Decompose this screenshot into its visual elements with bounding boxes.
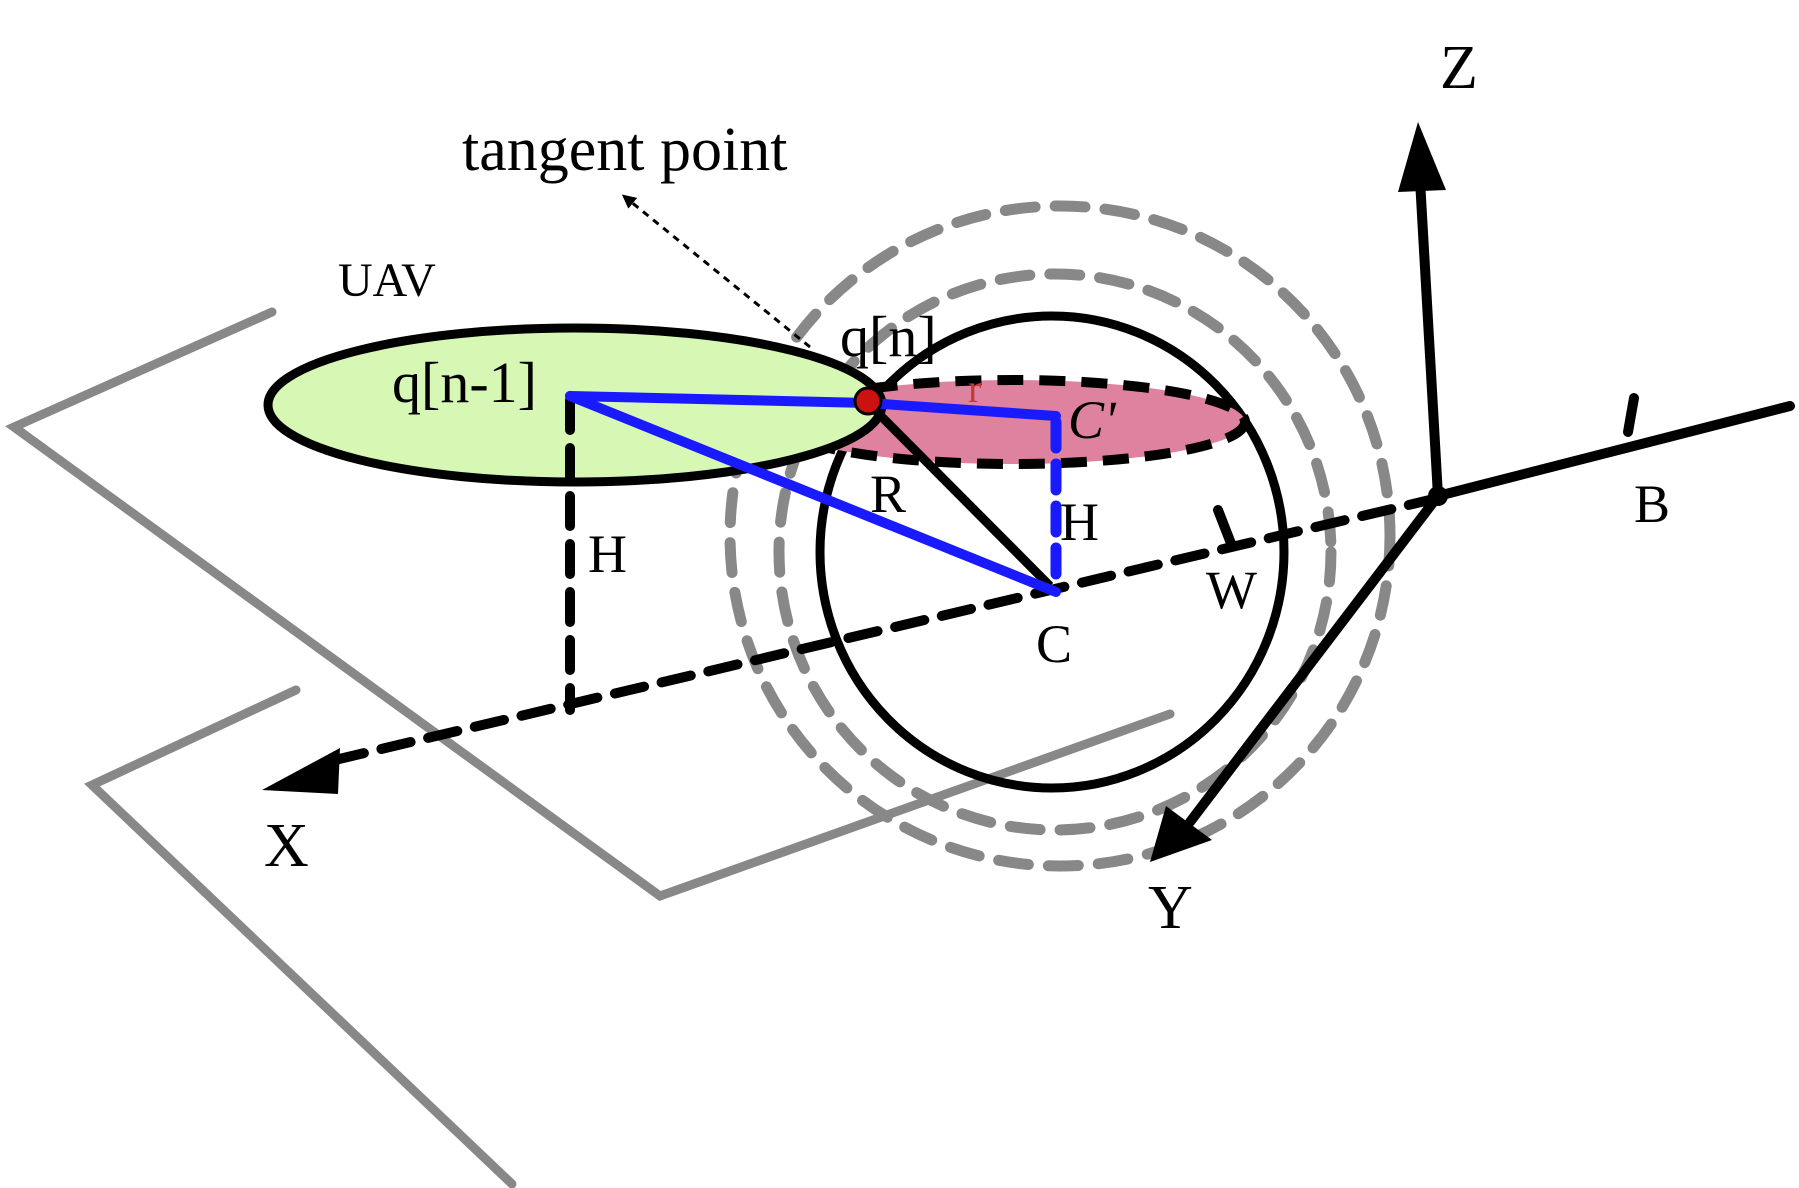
z-axis-line xyxy=(1415,175,1443,501)
b-axis-line xyxy=(1433,401,1795,501)
obstacle-sphere xyxy=(815,311,1289,793)
radius-line-R xyxy=(864,399,1054,590)
blue-line-qn-to-cprime xyxy=(863,398,1061,421)
ground-plane-edge-lower xyxy=(84,685,517,1188)
tangent-point-dot xyxy=(853,386,883,416)
tangent-point-label: tangent point xyxy=(462,116,787,184)
blue-line-qn1-to-c xyxy=(565,391,1061,597)
y-axis-line xyxy=(1185,491,1443,827)
blue-connections xyxy=(565,391,1061,597)
b-label: B xyxy=(1634,474,1670,534)
x-axis-arrowhead xyxy=(262,748,340,794)
y-axis-arrowhead xyxy=(1150,806,1212,862)
coordinate-frame xyxy=(1185,175,1795,827)
z-axis-label: Z xyxy=(1440,34,1478,102)
ground-plane xyxy=(5,307,1175,1188)
q-n-minus-1-label: q[n-1] xyxy=(392,350,537,415)
z-axis-arrowhead xyxy=(1398,122,1446,192)
blue-line-qn1-to-qn xyxy=(565,391,873,408)
w-label: W xyxy=(1206,560,1257,620)
small-r-label: r xyxy=(968,366,981,411)
c-label: C xyxy=(1036,614,1072,674)
ground-axes-dashed xyxy=(330,395,1443,765)
outer-safety-sphere xyxy=(724,200,1396,872)
y-axis-label: Y xyxy=(1148,874,1193,942)
frame-origin-dot xyxy=(1428,486,1448,506)
w-direction-line xyxy=(330,493,1443,765)
x-axis-label: X xyxy=(264,812,309,880)
w-tick xyxy=(1213,505,1237,551)
c-prime-label: C' xyxy=(1068,390,1117,450)
h-label-right: H xyxy=(1060,492,1099,552)
safety-region-spheres xyxy=(724,200,1396,872)
q-n-label: q[n] xyxy=(840,304,937,369)
big-r-label: R xyxy=(870,464,906,524)
b-tick xyxy=(1623,393,1639,437)
uav-label: UAV xyxy=(338,254,436,307)
h-label-left: H xyxy=(588,524,627,584)
inner-safety-sphere xyxy=(773,268,1337,836)
tangent-point-pointer xyxy=(621,194,811,349)
ground-plane-edge-upper xyxy=(5,307,1175,902)
